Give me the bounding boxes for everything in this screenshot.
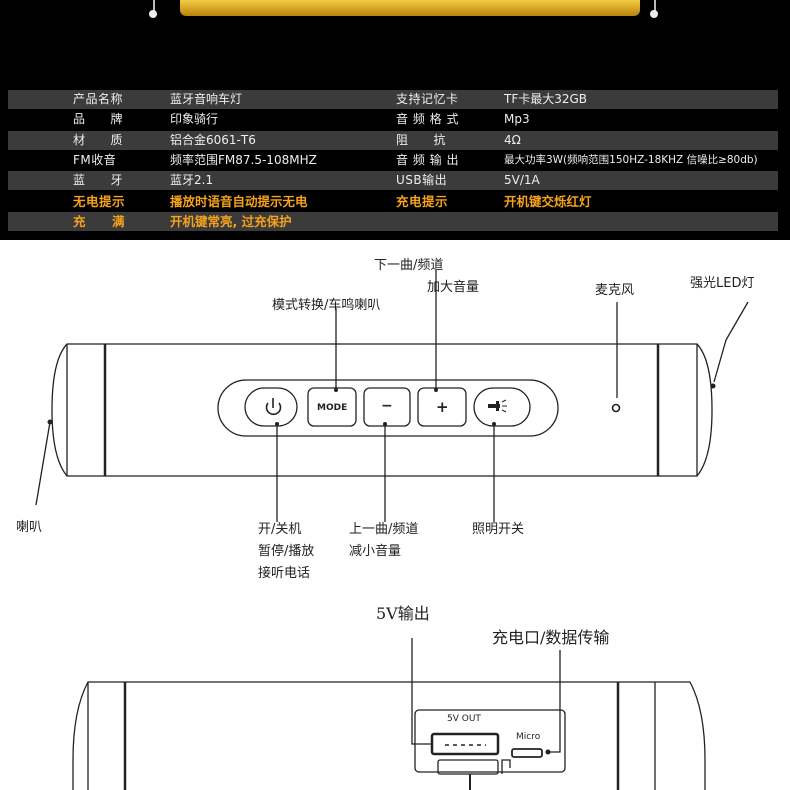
device-body: [51, 343, 713, 477]
spec-value: 铝合金6061-T6: [170, 132, 256, 147]
power-icon: [265, 398, 282, 416]
lanyard-dot-right: [650, 10, 658, 18]
spec-label: 蓝 牙: [73, 173, 124, 188]
minus-button-label[interactable]: −: [381, 398, 393, 414]
spec-row: 无电提示 播放时语音自动提示无电 充电提示 开机键交烁红灯: [8, 192, 778, 211]
spec-row: 蓝 牙 蓝牙2.1 USB输出 5V/1A: [8, 171, 778, 191]
spec-label: 支持记忆卡: [396, 92, 459, 106]
mic-hole: [611, 403, 621, 413]
spec-row: 材 质 铝合金6061-T6 阻 抗 4Ω: [8, 130, 778, 150]
leader-micro: [548, 650, 561, 753]
callout-volume-up: 加大音量: [427, 280, 480, 295]
callout-usb-out: 5V输出: [376, 604, 430, 623]
callout-prev-track: 上一曲/频道: [349, 522, 419, 537]
spec-row: 产品名称 蓝牙音响车灯 支持记忆卡 TF卡最大32GB: [8, 90, 778, 109]
micro-label: Micro: [516, 732, 541, 742]
callout-led: 强光LED灯: [690, 276, 755, 291]
power-button: [244, 387, 298, 427]
spec-value: 蓝牙2.1: [170, 173, 214, 188]
spec-label: 材 质: [73, 132, 124, 147]
spec-value: 5V/1A: [504, 173, 540, 188]
spec-value: 开机键常亮, 过充保护: [170, 213, 292, 229]
spec-label: 无电提示: [73, 193, 126, 209]
mode-button-label[interactable]: MODE: [317, 403, 348, 413]
control-panel: [217, 379, 559, 437]
plus-button: [417, 387, 467, 427]
callout-speaker: 喇叭: [16, 520, 43, 535]
lanyard-pin-left: [153, 0, 155, 12]
callout-volume-down: 减小音量: [349, 544, 402, 559]
light-button: [473, 387, 531, 427]
callout-mic: 麦克风: [595, 283, 635, 298]
spec-label: 品 牌: [73, 112, 124, 127]
spec-label: USB输出: [396, 173, 448, 188]
callout-next-track: 下一曲/频道: [374, 258, 444, 273]
leader-usb-out: [411, 638, 432, 745]
device-drawing: [35, 270, 749, 790]
spec-label: 音 频 输 出: [396, 152, 459, 167]
minus-button: [363, 387, 411, 427]
spec-label: 阻 抗: [396, 132, 447, 147]
leader-led: [713, 301, 749, 383]
spec-row: 品 牌 印象骑行 音 频 格 式 Mp3: [8, 110, 778, 129]
spec-value: 印象骑行: [170, 112, 219, 127]
spec-row: FM收音 频率范围FM87.5-108MHZ 音 频 输 出 最大功率3W(频响范围1…: [8, 151, 778, 170]
spec-value: Mp3: [504, 112, 530, 127]
spec-label: 音 频 格 式: [396, 112, 459, 127]
product-diagram: MODE − + 下一曲/频道 加大音量 模式转换/车鸣喇叭 麦克风 强光LED…: [0, 240, 790, 790]
spec-value: 蓝牙音响车灯: [170, 92, 243, 106]
spec-value: 最大功率3W(频响范围150HZ-18KHZ 信噪比≥80db): [504, 153, 758, 166]
usb-port: [430, 732, 500, 756]
tf-slot: [437, 759, 499, 775]
mode-button: [307, 387, 357, 427]
spec-value: TF卡最大32GB: [504, 92, 588, 106]
lanyard-dot-left: [149, 10, 157, 18]
gold-light-bar-image: [180, 0, 640, 16]
spec-label: FM收音: [73, 152, 117, 167]
spec-value: 播放时语音自动提示无电: [170, 193, 308, 209]
spec-section: 产品名称 蓝牙音响车灯 支持记忆卡 TF卡最大32GB 品 牌 印象骑行 音 频 格 式 Mp…: [0, 0, 790, 240]
spec-label: 充 满: [73, 213, 126, 229]
spec-value: 4Ω: [504, 132, 521, 147]
spec-value: 频率范围FM87.5-108MHZ: [170, 152, 317, 167]
spec-label: 充电提示: [396, 193, 449, 209]
callout-charge-port: 充电口/数据传输: [492, 628, 610, 647]
spec-row: 充 满 开机键常亮, 过充保护: [8, 211, 778, 231]
callout-power-1: 开/关机: [258, 522, 302, 537]
usb-out-label: 5V OUT: [447, 714, 481, 724]
callout-power-3: 接听电话: [258, 566, 311, 581]
lanyard-pin-right: [654, 0, 656, 12]
spec-label: 产品名称: [73, 92, 124, 106]
callout-light-switch: 照明开关: [472, 522, 525, 537]
callout-mode: 模式转换/车鸣喇叭: [272, 298, 381, 313]
micro-usb-port: [511, 748, 543, 758]
callout-power-2: 暂停/播放: [258, 544, 315, 559]
spec-value: 开机键交烁红灯: [504, 193, 592, 209]
port-panel: [414, 709, 566, 773]
device-bottom-view: [72, 638, 706, 790]
leader-speaker: [35, 421, 51, 506]
plus-button-label[interactable]: +: [436, 398, 449, 416]
